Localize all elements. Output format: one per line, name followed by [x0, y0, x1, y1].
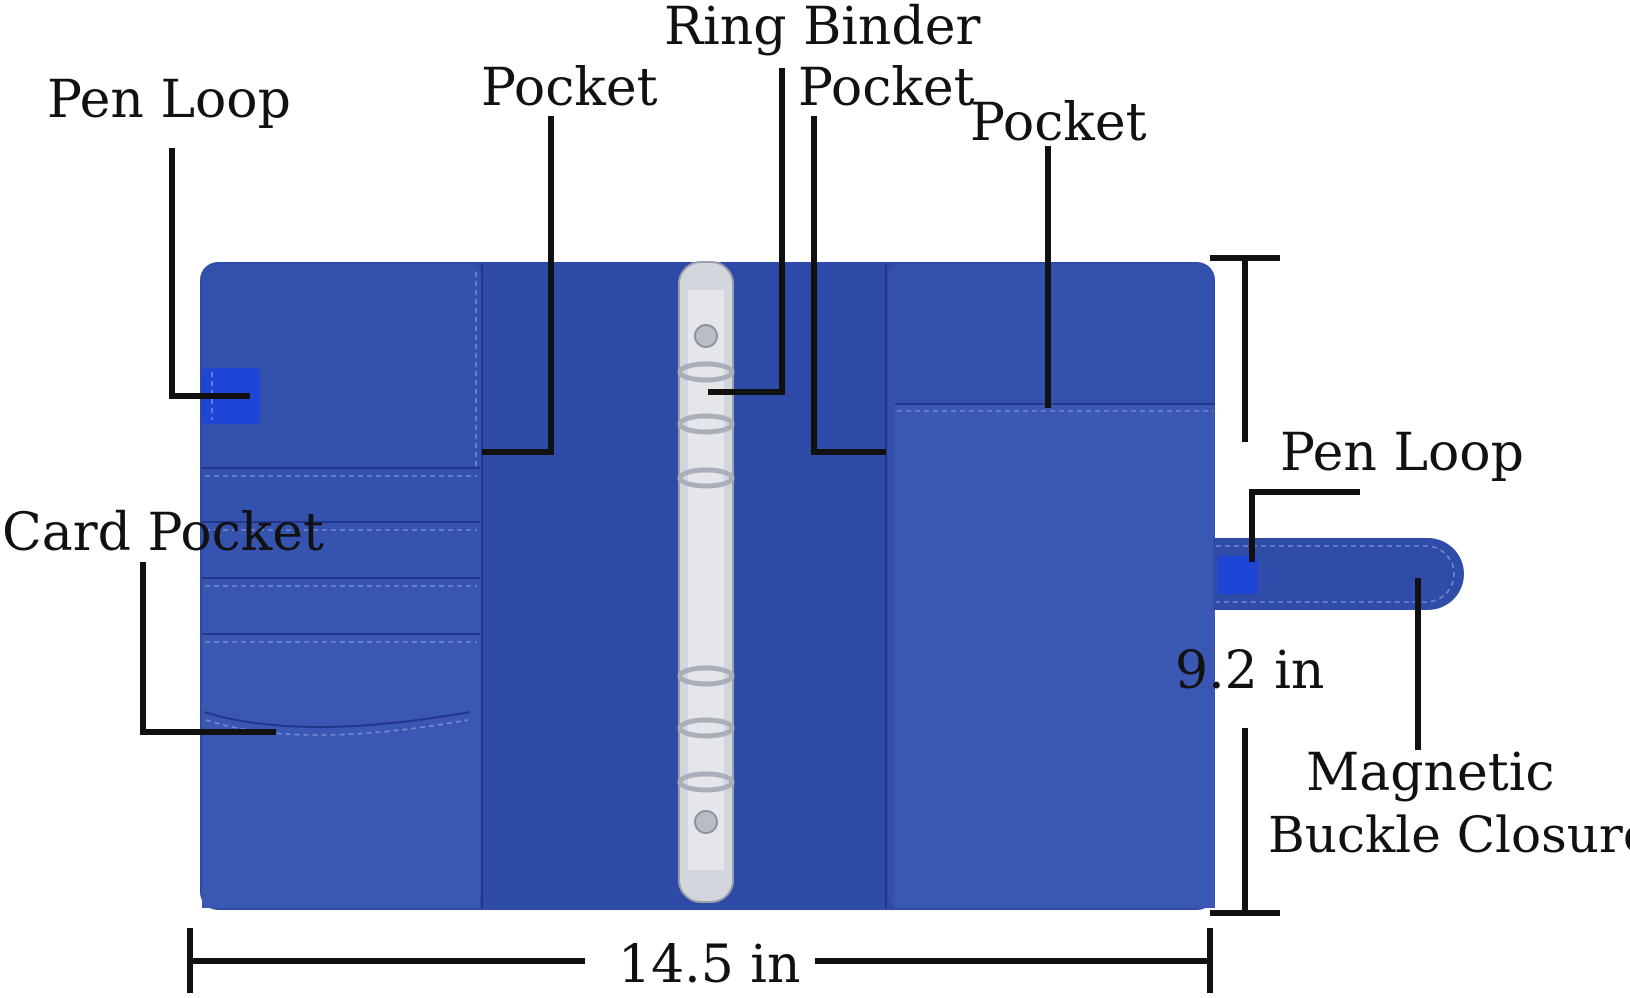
label-ring-binder: Ring Binder [664, 0, 980, 57]
leader-lines [140, 68, 1421, 750]
label-card-pocket: Card Pocket [2, 503, 324, 563]
label-pen-loop-left: Pen Loop [47, 70, 291, 130]
ring [677, 413, 735, 435]
rivet [694, 324, 718, 348]
label-pen-loop-right: Pen Loop [1280, 423, 1524, 483]
leader-pen-loop-left [169, 148, 250, 399]
rivet [694, 810, 718, 834]
leader-card-pocket [140, 562, 276, 735]
card-slot [202, 634, 480, 908]
ring [677, 467, 735, 489]
leader-pen-loop-right [1249, 489, 1360, 562]
label-pocket-center: Pocket [798, 58, 975, 118]
height-dimension [1210, 255, 1280, 916]
label-pocket-left: Pocket [481, 58, 658, 118]
label-closure-line1: Magnetic [1306, 743, 1554, 803]
leader-ring-binder [708, 68, 785, 395]
label-pocket-right: Pocket [970, 93, 1147, 153]
ring-binder-mechanism [677, 261, 735, 903]
leader-pocket-left [482, 116, 554, 455]
magnetic-buckle-tab [1213, 538, 1464, 610]
label-width: 14.5 in [618, 935, 800, 995]
ring [677, 771, 735, 793]
leader-pocket-center [811, 116, 886, 455]
pen-loop-right-strap [1218, 556, 1258, 594]
card-slots [202, 467, 480, 908]
label-closure-line2: Buckle Closure [1268, 806, 1630, 864]
width-dimension [187, 928, 1213, 993]
right-pocket [895, 404, 1215, 908]
ring [677, 665, 735, 687]
label-height: 9.2 in [1175, 641, 1324, 701]
binder-illustration [200, 261, 1464, 910]
ring [677, 717, 735, 739]
ring [677, 361, 735, 383]
